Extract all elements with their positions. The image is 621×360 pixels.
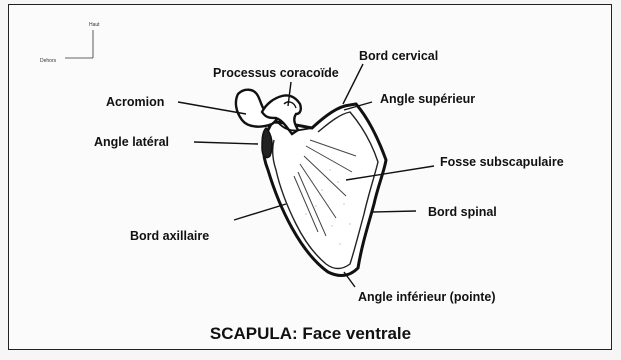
label-fosse-subscapulaire: Fosse subscapulaire (440, 155, 564, 169)
label-bord-axillaire: Bord axillaire (130, 229, 209, 243)
label-acromion: Acromion (106, 95, 164, 109)
label-processus-coracoide: Processus coracoïde (213, 66, 339, 80)
leader-angle-lateral (194, 142, 258, 144)
label-angle-superieur: Angle supérieur (380, 92, 475, 106)
leader-bord-axillaire (234, 204, 286, 220)
label-angle-lateral: Angle latéral (94, 135, 169, 149)
label-angle-inferieur: Angle inférieur (pointe) (358, 290, 496, 304)
leader-bord-cervical (343, 64, 363, 104)
label-bord-spinal: Bord spinal (428, 205, 497, 219)
leader-bord-spinal (372, 211, 416, 212)
figure-title: SCAPULA: Face ventrale (0, 324, 621, 344)
orientation-axes (65, 30, 93, 58)
label-bord-cervical: Bord cervical (359, 49, 438, 63)
